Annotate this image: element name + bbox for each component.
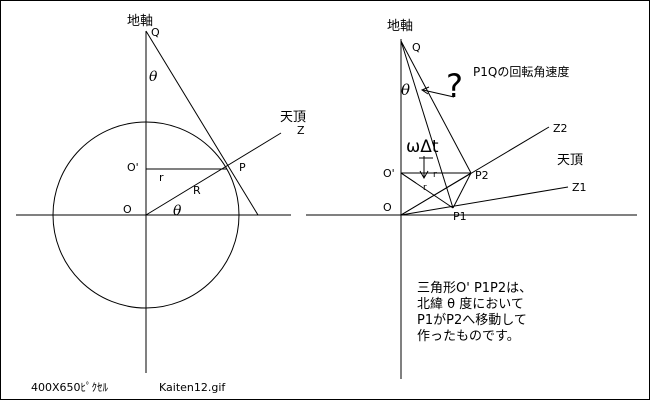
footer-size-text: 400X650ﾋﾟｸｾﾙ bbox=[31, 381, 109, 394]
note-line-3: P1がP2へ移動して bbox=[417, 313, 527, 328]
left-line-o-z bbox=[145, 132, 282, 216]
left-radius-r: r bbox=[159, 171, 164, 184]
right-point-p2: P2 bbox=[475, 169, 489, 182]
right-line-o-z1 bbox=[400, 186, 569, 216]
right-line-q-p2 bbox=[400, 40, 472, 174]
right-point-z1: Z1 bbox=[572, 181, 587, 194]
right-angle-theta: θ bbox=[401, 81, 410, 99]
left-point-o: O bbox=[123, 203, 132, 216]
note-line-1: 三角形O' P1P2は、 bbox=[417, 281, 532, 296]
left-earth-circle bbox=[52, 121, 240, 309]
right-line-o-p2 bbox=[400, 172, 472, 216]
right-label-r1: r bbox=[433, 170, 437, 180]
left-point-o-prime: O' bbox=[127, 161, 139, 174]
left-angle-theta-bottom: θ bbox=[173, 203, 182, 219]
left-point-q: Q bbox=[151, 26, 160, 39]
left-line-q-tangent bbox=[145, 30, 259, 216]
theta-pointer-arrow bbox=[422, 89, 455, 98]
note-line-4: 作ったものです。 bbox=[417, 329, 520, 344]
right-point-o: O bbox=[383, 201, 392, 214]
right-point-z2: Z2 bbox=[553, 122, 568, 135]
left-axis-label: 地軸 bbox=[127, 14, 153, 29]
left-radius-R: R bbox=[193, 184, 201, 197]
right-zenith-label: 天頂 bbox=[557, 153, 583, 168]
right-line-p1-p2 bbox=[452, 172, 472, 209]
right-omega-delta-t: ωΔt bbox=[406, 137, 439, 157]
left-point-p: P bbox=[239, 161, 246, 174]
right-question-mark: ? bbox=[446, 67, 463, 105]
right-label-r2: r bbox=[423, 183, 427, 193]
right-question-text: P1Qの回転角速度 bbox=[473, 64, 569, 79]
right-axis-label: 地軸 bbox=[387, 19, 413, 34]
left-angle-theta-top: θ bbox=[149, 69, 158, 85]
note-line-2: 北緯 θ 度において bbox=[417, 296, 524, 312]
left-zenith-label: 天頂 bbox=[280, 110, 306, 125]
footer-file-name: Kaiten12.gif bbox=[159, 381, 226, 394]
right-point-q: Q bbox=[412, 41, 421, 54]
theta-pointer-head bbox=[420, 86, 430, 95]
right-point-p1: P1 bbox=[453, 210, 467, 223]
right-line-o-prime-p1-tick bbox=[400, 172, 417, 184]
omega-arrow-head bbox=[419, 170, 429, 180]
right-point-o-prime: O' bbox=[383, 167, 395, 180]
right-line-q-p1 bbox=[400, 40, 454, 209]
left-point-z: Z bbox=[297, 124, 305, 137]
